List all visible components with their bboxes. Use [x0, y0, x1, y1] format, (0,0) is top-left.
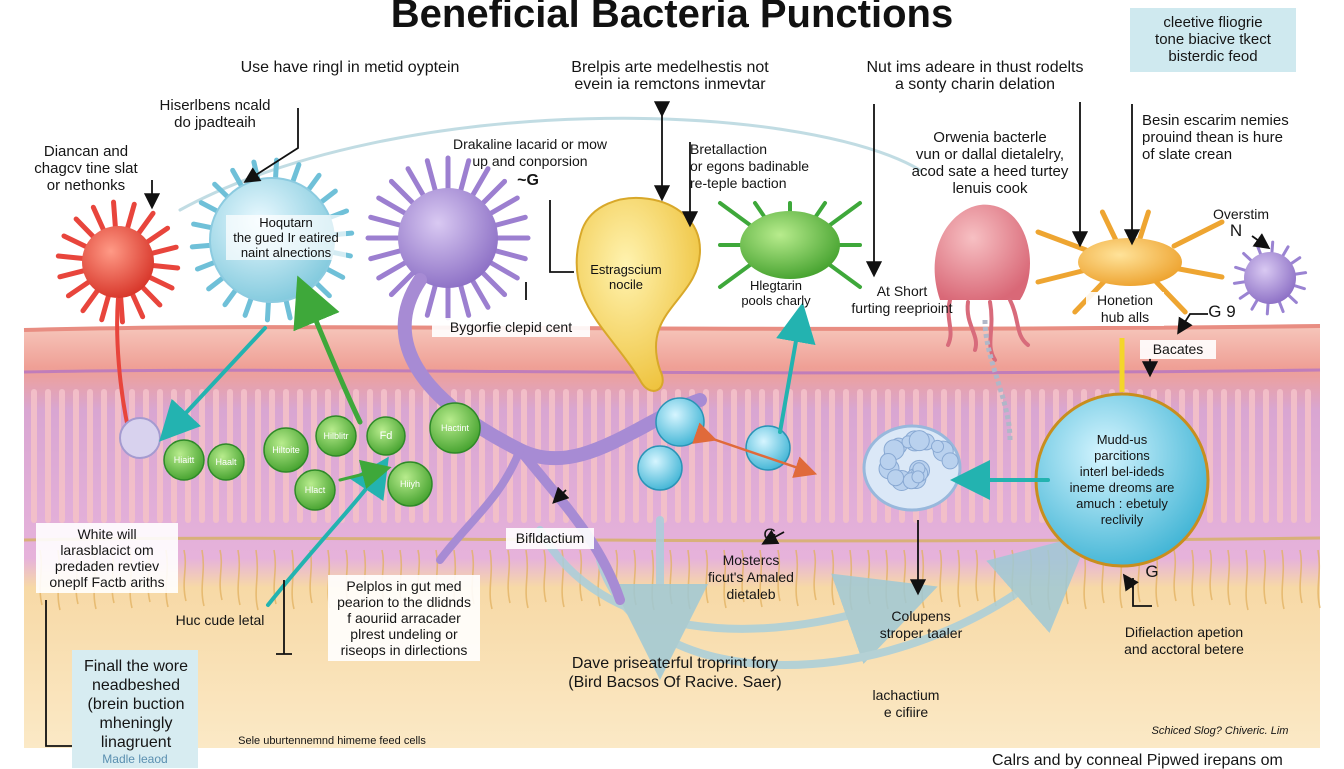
- label-bottom-right: Calrs and by conneal Pipwed irepans om: [992, 752, 1283, 769]
- label-white-box: White will larasblacict om predaden revt…: [36, 523, 178, 593]
- label-blue-cell: Hoqutarn the gued Ir eatired naint alnec…: [226, 215, 346, 260]
- label-bacates: Bacates: [1140, 340, 1216, 359]
- label-g4: G: [1145, 562, 1159, 581]
- small-cell-text: Hiltoite: [272, 445, 300, 455]
- label-top-2: Brelpis arte medelhestis not evein ia re…: [571, 59, 769, 93]
- label-right-2: Besin escarim nemies prouind thean is hu…: [1142, 112, 1289, 163]
- label-g3: G: [763, 525, 777, 544]
- label-mostecs: Mostercs ficut's Amaled dietaleb: [708, 552, 794, 602]
- label-g2: G 9: [1208, 302, 1236, 321]
- label-left-2: Diancan and chagcv tine slat or nethonks: [34, 143, 138, 194]
- immune-cluster: [862, 424, 962, 512]
- label-finall: Finall the wore neadbeshed (brein buctio…: [83, 658, 189, 751]
- label-credit: Schiced Slog? Chiveric. Lim: [1151, 725, 1289, 737]
- small-cell-text: Hiaitt: [173, 455, 195, 465]
- label-green-cell: Hlegtarin pools charly: [741, 278, 811, 308]
- purple-microbe: [365, 155, 707, 605]
- label-finall-sub: Madle leaod: [102, 752, 168, 766]
- label-difie: Difielaction apetion and acctoral betere: [1124, 624, 1244, 657]
- pink-microbe: [934, 204, 1030, 441]
- corner-info-box: cleetive fliogrie tone biacive tkect bis…: [1155, 14, 1271, 65]
- green-arrows: [293, 275, 392, 489]
- small-cell-text: Hlact: [304, 485, 326, 495]
- label-top-1: Use have ringl in metid oyptein: [240, 59, 460, 76]
- label-n: N: [1229, 221, 1243, 240]
- lavender-cell: [119, 417, 161, 459]
- green-cells: [163, 402, 481, 511]
- label-bottom-small: Sele uburtennemnd himeme feed cells: [238, 735, 426, 747]
- small-purple-microbe: [1232, 240, 1308, 316]
- page-title: Beneficial Bacteria Punctions: [390, 0, 954, 36]
- finall-box-bg: [72, 650, 198, 768]
- label-yellow-cell: Estragscium nocile: [590, 262, 662, 292]
- label-bygorfie: Bygorfie clepid cent: [432, 318, 590, 337]
- small-cell-text: Fd: [379, 430, 393, 442]
- corner-box-bg: [1130, 8, 1296, 72]
- label-colupens: Colupens stroper taaler: [879, 608, 963, 641]
- label-honetion: Honetion hub alls: [1086, 292, 1164, 326]
- label-pelplos: Pelplos in gut med pearion to the dlidnd…: [328, 575, 480, 661]
- label-lachactium: lachactium e cifiire: [872, 687, 940, 720]
- label-top-3: Nut ims adeare in thust rodelts a sonty …: [866, 59, 1084, 93]
- label-left-1: Hiserlbens ncald do jpadteaih: [159, 97, 271, 131]
- label-mid-2: Bretallaction or egons badinable re-tepl…: [690, 141, 810, 191]
- small-cell-text: Haalt: [215, 457, 237, 467]
- small-cell-text: Hactint: [440, 423, 469, 433]
- small-cell-text: Hiiyh: [399, 479, 420, 489]
- label-g1: ~G: [517, 172, 539, 189]
- green-microbe: [718, 201, 862, 289]
- label-dave: Dave priseaterful troprint fory (Bird Ba…: [568, 655, 782, 691]
- red-microbe: [55, 199, 181, 429]
- label-right-1: Orwenia bacterle vun or dallal dietalelr…: [911, 129, 1069, 197]
- label-bifidactium: Bifldactium: [506, 528, 594, 549]
- flow-arrows: [178, 116, 1091, 680]
- label-at-short: At Short furting reeprioint: [851, 283, 953, 316]
- label-blue-circle: Mudd-us parcitions interl bel-ideds inem…: [1069, 432, 1175, 527]
- label-huc: Huc cude letal: [175, 612, 265, 628]
- label-overstim: Overstim: [1213, 206, 1269, 222]
- orange-microbe: [1035, 209, 1225, 392]
- small-cell-text: Hilblitr: [323, 431, 349, 441]
- label-mid-1: Drakaline lacarid or mow up and conporsi…: [452, 136, 608, 169]
- orange-arrow: [692, 422, 818, 478]
- yellow-microbe: [575, 197, 702, 392]
